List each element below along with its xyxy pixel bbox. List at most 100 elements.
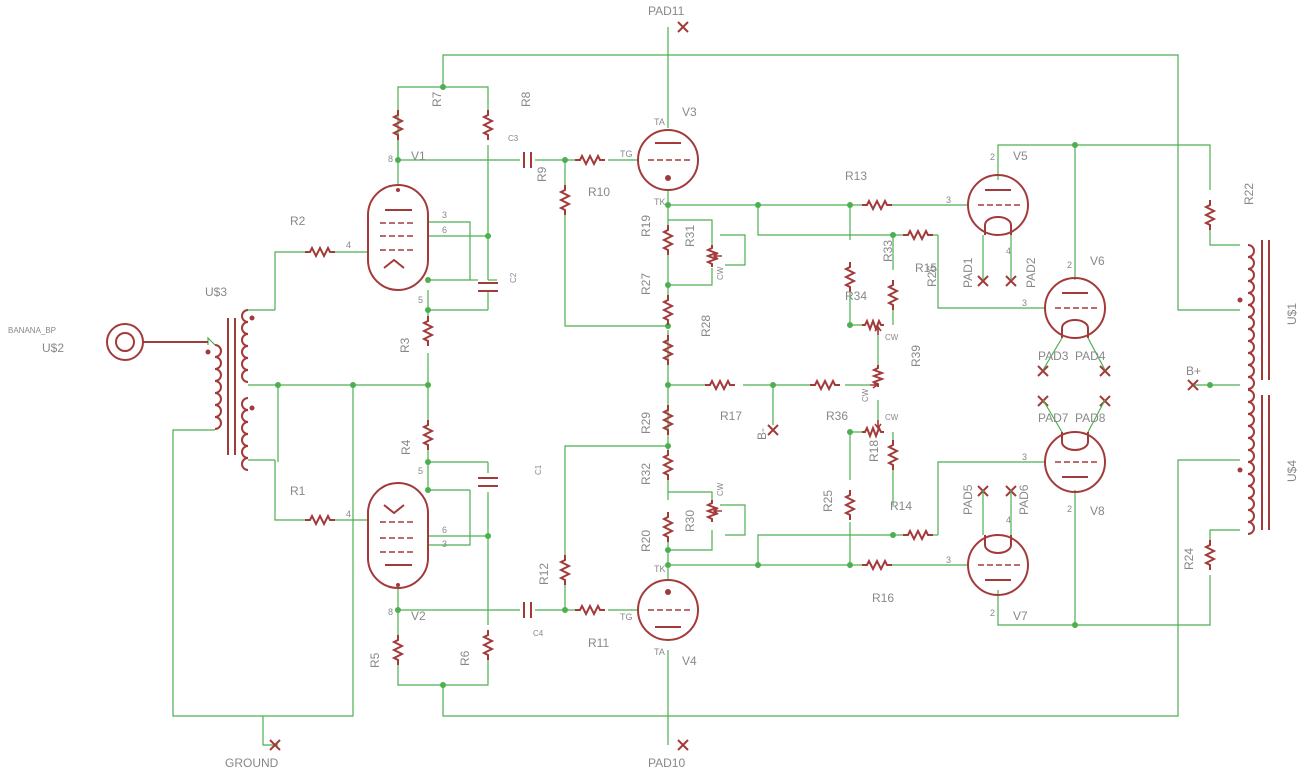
label-c2: C2 — [509, 272, 518, 283]
label-r19: R19 — [639, 215, 653, 237]
resistor-r14 — [903, 528, 933, 542]
resistor-r34 — [843, 262, 857, 292]
label-r24: R24 — [1182, 548, 1196, 570]
svg-text:TG: TG — [620, 149, 633, 159]
bplus-marker — [1187, 379, 1199, 391]
svg-text:4: 4 — [1006, 246, 1011, 256]
svg-text:TK: TK — [654, 564, 666, 574]
label-r11: R11 — [588, 636, 609, 650]
resistor-r36 — [810, 378, 840, 392]
label-v3: V3 — [682, 105, 697, 119]
svg-text:8: 8 — [388, 607, 393, 617]
pad10-marker — [677, 739, 689, 751]
svg-text:CW: CW — [861, 388, 870, 402]
label-ground: GROUND — [225, 756, 279, 770]
trimmer-r34b — [862, 318, 884, 332]
resistor-r7 — [391, 110, 405, 140]
tube-v5 — [967, 174, 1029, 236]
svg-text:3: 3 — [1022, 298, 1027, 308]
label-r28: R28 — [699, 315, 713, 337]
label-r17: R17 — [720, 409, 742, 423]
svg-text:4: 4 — [346, 509, 351, 519]
label-r10: R10 — [588, 185, 610, 199]
label-r14: R14 — [890, 499, 912, 513]
capacitor-c4 — [523, 602, 532, 618]
label-bplus: B+ — [1186, 364, 1201, 378]
label-v8: V8 — [1090, 504, 1105, 518]
resistor-r33 — [886, 280, 900, 310]
junctions — [275, 84, 1213, 688]
resistor-r3 — [421, 316, 435, 346]
label-pad10: PAD10 — [648, 756, 685, 770]
banana-jack — [106, 323, 208, 361]
tube-v7 — [967, 534, 1029, 596]
resistor-r2 — [305, 245, 335, 259]
tube-v4 — [637, 579, 699, 641]
label-v5: V5 — [1013, 149, 1028, 163]
trimmer-r31 — [705, 245, 719, 267]
svg-text:3: 3 — [946, 195, 951, 205]
label-r16: R16 — [872, 591, 894, 605]
label-pad4: PAD4 — [1075, 349, 1106, 363]
resistor-r13 — [862, 198, 892, 212]
trimmer-r30 — [705, 500, 719, 522]
svg-text:8: 8 — [388, 154, 393, 164]
label-r4: R4 — [399, 439, 413, 455]
trimmers — [705, 245, 885, 522]
label-r32: R32 — [639, 463, 653, 485]
resistor-r19 — [661, 225, 675, 255]
resistor-r29 — [661, 405, 675, 435]
label-r22: R22 — [1242, 183, 1256, 205]
resistor-r11 — [575, 603, 605, 617]
label-pad11: PAD11 — [648, 4, 685, 18]
label-r3: R3 — [398, 337, 412, 353]
label-u2: U$2 — [42, 341, 64, 355]
label-r5: R5 — [368, 652, 382, 668]
label-r18: R18 — [867, 440, 881, 462]
capacitor-c3 — [523, 152, 532, 168]
svg-text:2: 2 — [990, 152, 995, 162]
svg-text:TG: TG — [620, 612, 633, 622]
tube-v2 — [367, 482, 429, 589]
label-v4: V4 — [682, 654, 697, 668]
svg-text:6: 6 — [442, 225, 447, 235]
resistor-r15 — [903, 228, 933, 242]
resistor-r1 — [305, 513, 335, 527]
label-r36: R36 — [826, 409, 848, 423]
label-r30: R30 — [683, 510, 697, 532]
label-r9: R9 — [535, 166, 549, 182]
svg-text:6: 6 — [442, 525, 447, 535]
tube-v8 — [1044, 431, 1106, 493]
svg-text:2: 2 — [1067, 504, 1072, 514]
svg-text:CW: CW — [716, 266, 725, 280]
resistor-r24 — [1203, 540, 1217, 570]
svg-text:3: 3 — [946, 555, 951, 565]
svg-text:3: 3 — [1022, 452, 1027, 462]
label-r25: R25 — [821, 490, 835, 512]
label-r33: R33 — [881, 240, 895, 262]
trimmer-r39 — [871, 365, 885, 387]
capacitors — [478, 152, 532, 618]
label-r6: R6 — [458, 650, 472, 666]
svg-text:4: 4 — [346, 240, 351, 250]
label-c4: C4 — [533, 629, 544, 638]
svg-text:CW: CW — [885, 413, 899, 422]
label-pad5: PAD5 — [961, 484, 975, 515]
labels: PAD11 PAD10 GROUND B- B+ PAD1 PAD2 PAD3 … — [8, 4, 1299, 770]
resistor-r6 — [481, 630, 495, 660]
svg-text:TK: TK — [654, 197, 666, 207]
label-r39: R39 — [909, 345, 923, 367]
resistor-r5 — [391, 635, 405, 665]
resistor-r12 — [558, 555, 572, 585]
bminus-marker — [767, 424, 779, 436]
label-r7: R7 — [430, 91, 444, 107]
resistor-r10 — [575, 153, 605, 167]
label-pad2: PAD2 — [1024, 257, 1038, 288]
svg-text:TA: TA — [654, 647, 665, 657]
resistor-r4 — [421, 420, 435, 450]
transformer-u3 — [205, 309, 275, 471]
resistor-r20 — [661, 512, 675, 542]
label-r12: R12 — [537, 563, 551, 585]
